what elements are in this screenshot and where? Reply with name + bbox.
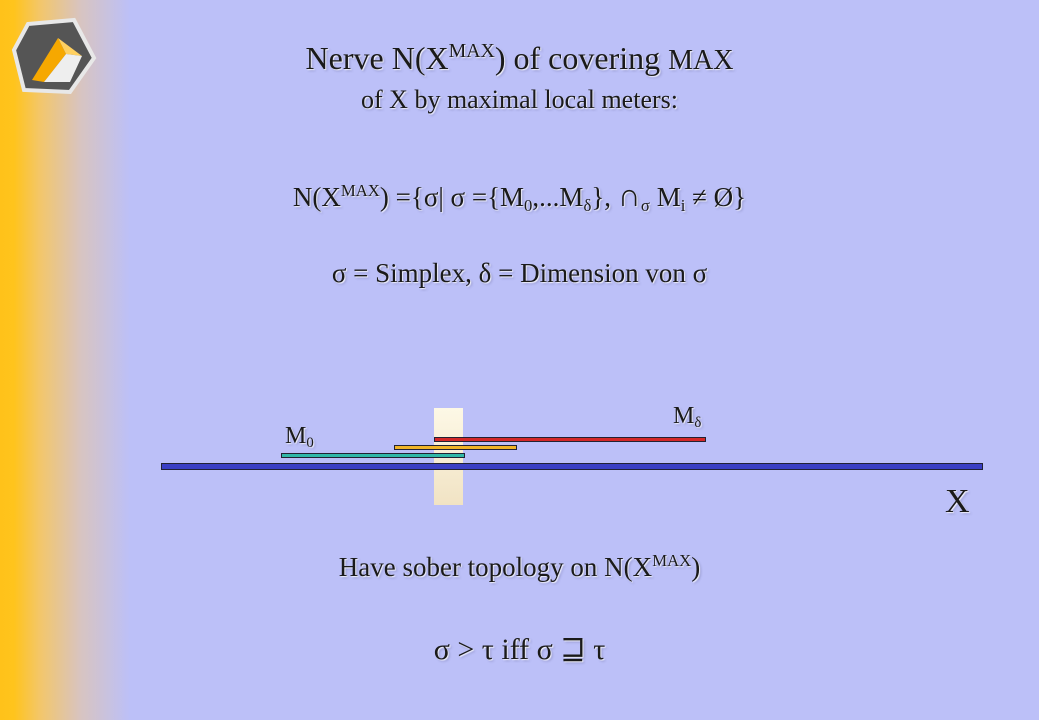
x-bar — [161, 463, 983, 470]
m-delta-bar — [434, 437, 706, 442]
m0-bar — [281, 453, 465, 458]
nerve-formula: N(XMAX) ={σ| σ ={M0,...Mδ}, ∩σ Mi ≠ Ø} — [292, 177, 747, 215]
title-max-word: MAX — [668, 45, 734, 76]
title-nerve: Nerve N(X — [305, 40, 449, 76]
intersection-symbol: ∩ — [617, 177, 641, 213]
slide-title: Nerve N(XMAX) of covering MAX — [0, 40, 1039, 77]
logo-icon — [11, 17, 97, 95]
m-delta-label: Mδ — [673, 403, 702, 432]
title-rest: ) of covering — [494, 40, 669, 76]
x-label: X — [945, 483, 970, 520]
m0-label: M0 — [285, 423, 314, 452]
order-relation: σ > τ iff σ ⊒ τ — [433, 633, 606, 666]
sober-topology-statement: Have sober topology on N(XMAX) — [338, 550, 701, 582]
title-sup-max: MAX — [448, 39, 495, 62]
middle-bar — [394, 445, 517, 450]
sidebar-gradient — [0, 0, 130, 720]
simplex-definition: σ = Simplex, δ = Dimension von σ — [331, 258, 708, 288]
slide-subtitle: of X by maximal local meters: — [361, 85, 678, 114]
